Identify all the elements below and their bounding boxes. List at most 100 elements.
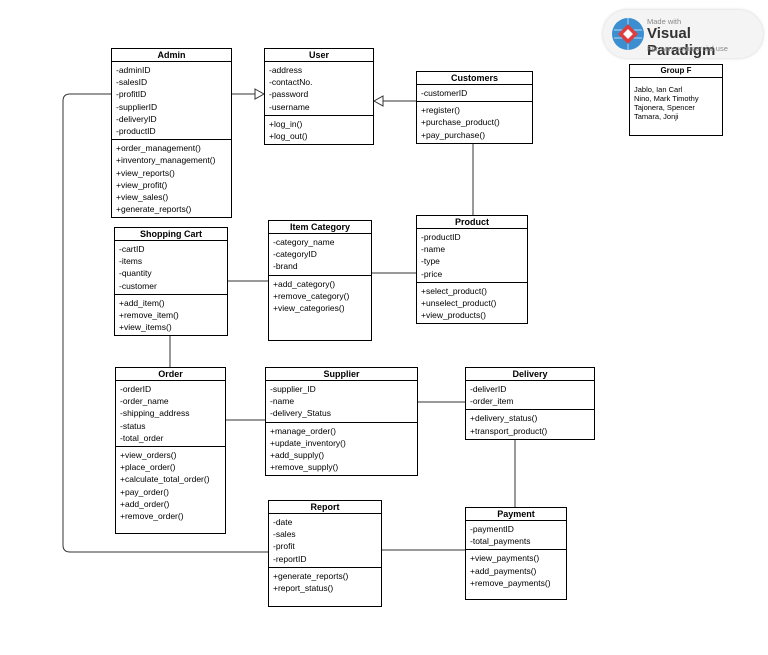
method: +remove_supply() [270,462,339,473]
class-admin[interactable]: Admin -adminID -salesID -profitID -suppl… [111,48,232,219]
attribute: -total_payments [470,536,531,547]
attribute: -status [120,420,146,431]
method: +generate_reports() [273,570,349,581]
class-customers[interactable]: Customers -customerID +register() +purch… [416,71,533,144]
attributes-section: -date -sales -profit -reportID [269,514,381,568]
method: +remove_category() [273,290,350,301]
methods-section: +add_category() +remove_category() +view… [269,276,371,317]
attribute: -address [269,65,303,75]
method: +unselect_product() [421,297,497,308]
method: +remove_order() [120,510,184,521]
attribute: -sales [273,529,296,540]
method: +remove_payments() [470,577,551,588]
methods-section: +manage_order() +update_inventory() +add… [266,423,417,476]
method: +add_payments() [470,565,537,576]
attribute: -cartID [119,244,145,254]
attribute: -type [421,256,440,267]
attribute: -productID [421,232,461,242]
attribute: -reportID [273,553,307,564]
attribute: -password [269,89,309,100]
generalization-arrowhead [372,95,384,107]
attributes-section: -productID -name -type -price [417,229,527,283]
method: +select_product() [421,285,487,296]
attributes-section: -supplier_ID -name -delivery_Status [266,381,417,423]
class-name: Product [417,216,527,229]
attributes-section: -deliverID -order_item [466,381,594,411]
method: +remove_item() [119,309,179,320]
attribute: -quantity [119,268,152,279]
method: +register() [421,105,460,116]
attribute: -supplierID [116,101,158,112]
class-name: Supplier [266,368,417,381]
methods-section: +order_management() +inventory_managemen… [112,140,231,217]
note-member: Jablo, Ian Carl [634,85,683,94]
attribute: -customerID [421,88,468,98]
method: +calculate_total_order() [120,474,210,485]
method: +generate_reports() [116,204,192,215]
class-report[interactable]: Report -date -sales -profit -reportID +g… [268,500,382,607]
note-member: Tamara, Jonji [634,112,679,121]
method: +add_supply() [270,449,325,460]
attribute: -order_name [120,396,169,407]
attributes-section: -customerID [417,85,532,103]
class-name: User [265,49,373,62]
group-note[interactable]: Group F Jablo, Ian Carl Nino, Mark Timot… [629,64,723,136]
attribute: -customer [119,280,157,291]
methods-section: +add_item() +remove_item() +view_items() [115,295,227,336]
attribute: -salesID [116,77,148,88]
attributes-section: -address -contactNo. -password -username [265,62,373,116]
class-supplier[interactable]: Supplier -supplier_ID -name -delivery_St… [265,367,418,477]
methods-section: +select_product() +unselect_product() +v… [417,283,527,324]
class-order[interactable]: Order -orderID -order_name -shipping_add… [115,367,226,534]
generalization-arrowhead [254,88,266,100]
note-member: Tajonera, Spencer [634,103,695,112]
class-delivery[interactable]: Delivery -deliverID -order_item +deliver… [465,367,595,440]
attribute: -paymentID [470,524,514,534]
class-user[interactable]: User -address -contactNo. -password -use… [264,48,374,146]
watermark-brand: Visual Paradigm [647,25,716,59]
class-product[interactable]: Product -productID -name -type -price +s… [416,215,528,325]
visual-paradigm-logo-icon [612,18,644,50]
class-item-category[interactable]: Item Category -category_name -categoryID… [268,220,372,341]
method: +view_payments() [470,553,540,564]
class-shopping-cart[interactable]: Shopping Cart -cartID -items -quantity -… [114,227,228,337]
method: +view_profit() [116,179,168,190]
class-name: Delivery [466,368,594,381]
methods-section: +delivery_status() +transport_product() [466,410,594,438]
class-name: Report [269,501,381,514]
method: +report_status() [273,582,334,593]
method: +view_categories() [273,302,345,313]
note-title: Group F [630,65,722,78]
method: +log_in() [269,118,303,129]
note-member: Nino, Mark Timothy [634,94,699,103]
attribute: -productID [116,125,156,136]
attribute: -orderID [120,384,152,394]
method: +add_order() [120,498,170,509]
method: +pay_order() [120,486,169,497]
method: +place_order() [120,462,176,473]
method: +log_out() [269,130,308,141]
class-name: Shopping Cart [115,228,227,241]
method: +transport_product() [470,425,548,436]
attribute: -shipping_address [120,408,190,419]
attribute: -name [270,396,295,407]
attributes-section: -adminID -salesID -profitID -supplierID … [112,62,231,141]
attributes-section: -category_name -categoryID -brand [269,234,371,276]
method: +delivery_status() [470,413,538,424]
attribute: -items [119,256,143,267]
attribute: -name [421,244,446,255]
visual-paradigm-watermark: Made with Visual Paradigm For non-commer… [603,10,763,59]
method: +view_orders() [120,449,177,460]
method: +update_inventory() [270,437,346,448]
attribute: -categoryID [273,249,317,260]
method: +add_category() [273,278,336,289]
class-payment[interactable]: Payment -paymentID -total_payments +view… [465,507,567,600]
attribute: -category_name [273,237,335,247]
method: +inventory_management() [116,155,216,166]
attribute: -deliveryID [116,113,157,124]
attribute: -contactNo. [269,77,313,88]
method: +view_sales() [116,191,169,202]
watermark-subtitle: For non-commercial use [647,44,728,53]
attribute: -profit [273,541,295,552]
attribute: -username [269,101,310,112]
